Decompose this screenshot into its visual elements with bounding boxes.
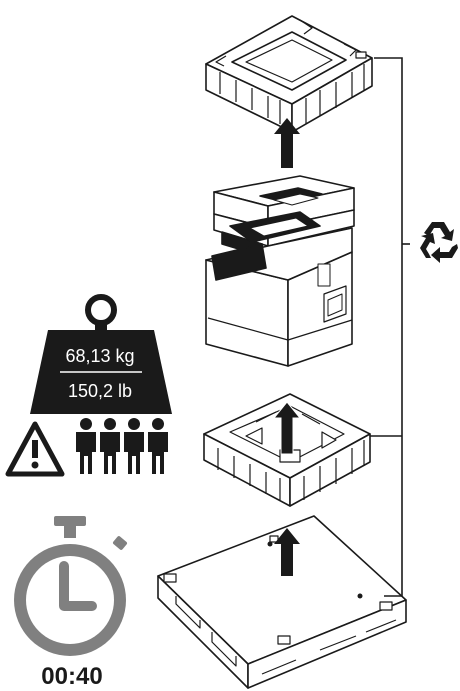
weight-lb-label: 150,2 lb xyxy=(68,381,132,401)
person-icon xyxy=(76,418,96,474)
recycle-bracket xyxy=(370,57,410,597)
stopwatch-icon xyxy=(14,516,127,656)
person-icon xyxy=(148,418,168,474)
timer-label: 00:40 xyxy=(41,663,102,690)
lift-arrow-top xyxy=(274,118,300,168)
printer-illustration xyxy=(205,175,355,367)
four-person-lift-icon xyxy=(76,418,168,474)
person-icon xyxy=(100,418,120,474)
pallet-base xyxy=(157,515,407,689)
top-foam-cap xyxy=(205,15,373,133)
person-icon xyxy=(124,418,144,474)
warning-triangle-icon xyxy=(5,421,65,477)
recycle-icon xyxy=(420,222,458,263)
lift-arrow-bottom xyxy=(274,528,300,576)
weight-icon xyxy=(30,294,172,414)
weight-kg-label: 68,13 kg xyxy=(65,346,134,366)
lift-arrow-middle xyxy=(272,401,302,455)
